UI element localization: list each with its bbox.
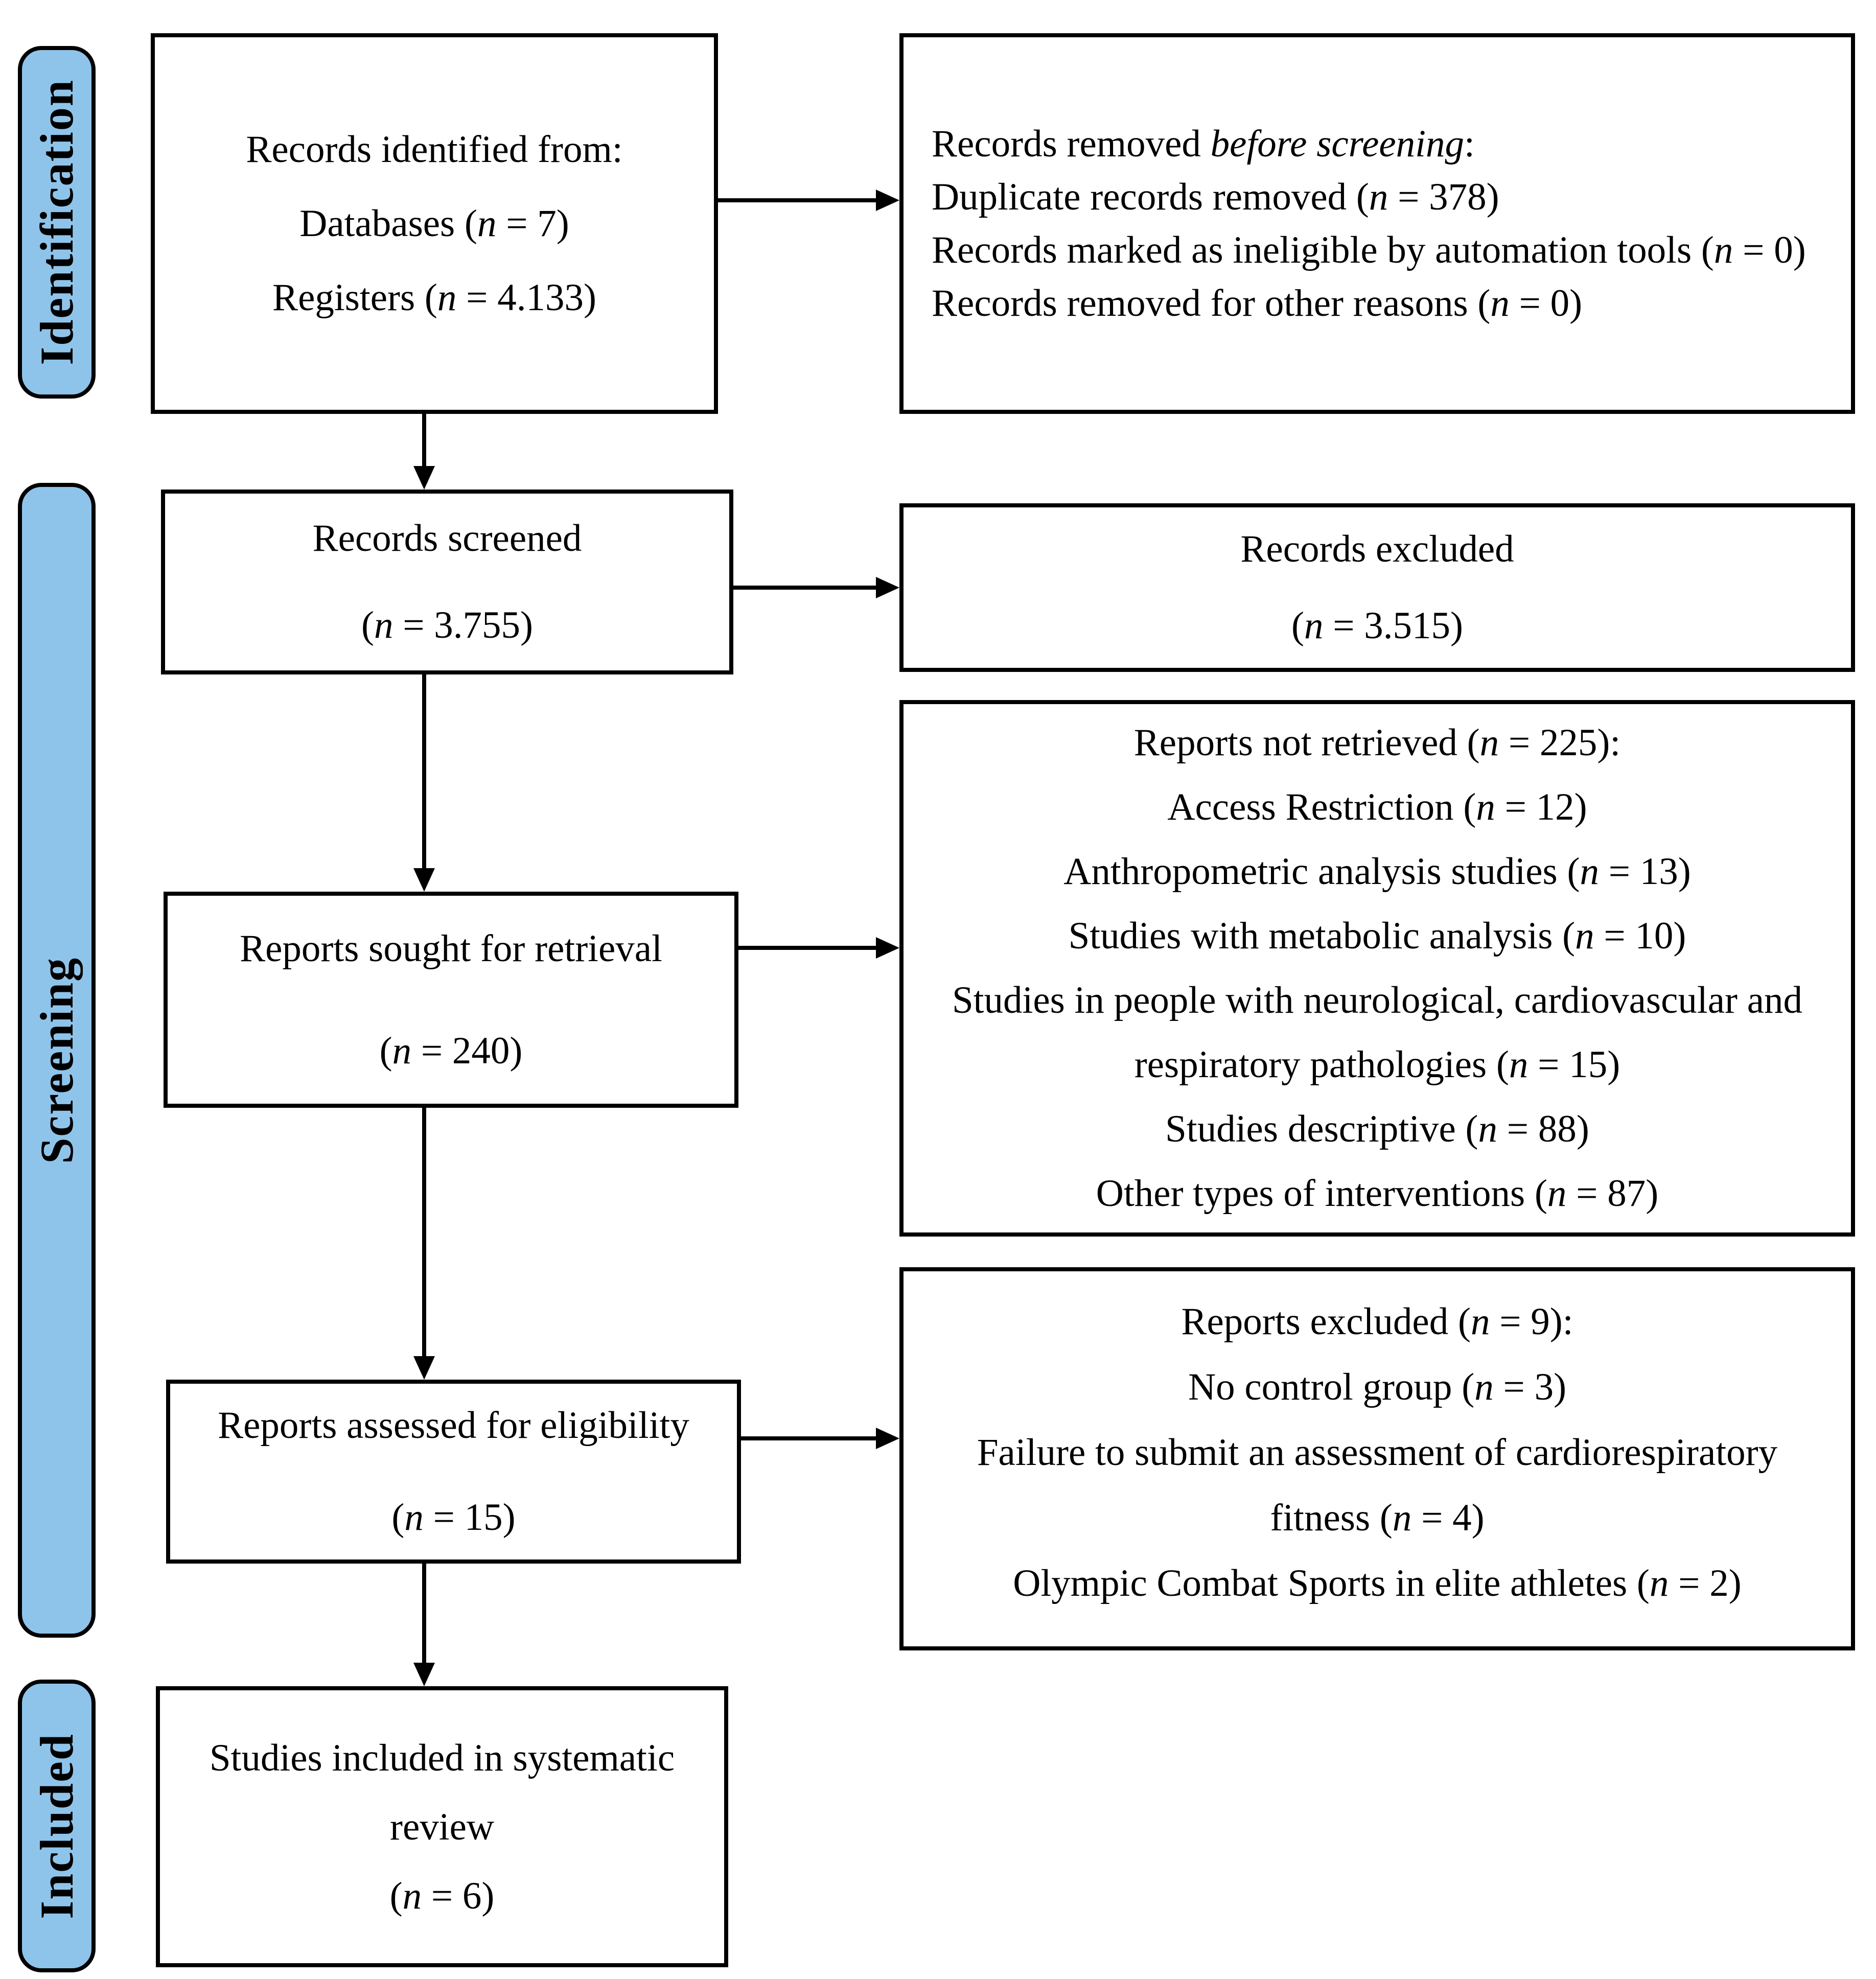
text-line: Studies descriptive (n = 88) bbox=[1165, 1108, 1589, 1150]
text-line: fitness (n = 4) bbox=[1270, 1497, 1485, 1539]
box-records-screened: Records screened (n = 3.755) bbox=[161, 490, 733, 674]
arrow-sought-to-assessed bbox=[413, 1108, 435, 1380]
arrow-identified-to-removed bbox=[718, 190, 899, 211]
text-line: Records removed for other reasons (n = 0… bbox=[932, 282, 1583, 324]
stage-bar-identification: Identification bbox=[18, 46, 96, 399]
box-reports-sought-for-retrieval: Reports sought for retrieval (n = 240) bbox=[164, 892, 738, 1108]
arrow-assessed-to-excluded bbox=[741, 1428, 899, 1449]
stage-bar-included: Included bbox=[18, 1680, 96, 1972]
text-line: Failure to submit an assessment of cardi… bbox=[977, 1431, 1778, 1474]
box-reports-assessed-for-eligibility: Reports assessed for eligibility (n = 15) bbox=[166, 1380, 741, 1564]
text-line: Anthropometric analysis studies (n = 13) bbox=[1063, 850, 1691, 893]
text-line: Duplicate records removed (n = 378) bbox=[932, 175, 1499, 218]
text-line: (n = 240) bbox=[379, 1029, 523, 1072]
text-line: Studies in people with neurological, car… bbox=[952, 979, 1803, 1021]
text-line: review bbox=[389, 1805, 495, 1848]
text-line: Reports assessed for eligibility bbox=[218, 1404, 689, 1447]
text-line: Records identified from: bbox=[246, 128, 623, 171]
arrow-identified-to-screened bbox=[413, 414, 435, 490]
arrow-sought-to-not-retrieved bbox=[738, 937, 899, 959]
text-line: No control group (n = 3) bbox=[1188, 1366, 1567, 1408]
box-records-identified: Records identified from: Databases (n = 7… bbox=[151, 33, 718, 414]
text-line: Other types of interventions (n = 87) bbox=[1096, 1172, 1659, 1215]
text-line: Studies included in systematic bbox=[209, 1736, 675, 1779]
text-line: Registers (n = 4.133) bbox=[272, 276, 596, 319]
text-line: Reports excluded (n = 9): bbox=[1181, 1300, 1573, 1343]
stage-bar-screening: Screening bbox=[18, 483, 96, 1638]
text-line: Databases (n = 7) bbox=[299, 202, 569, 245]
text-line: Records excluded bbox=[1240, 528, 1514, 570]
box-reports-excluded: Reports excluded (n = 9): No control grou… bbox=[899, 1267, 1855, 1650]
text-line: Reports sought for retrieval bbox=[240, 927, 662, 970]
stage-bar-label: Identification bbox=[31, 79, 83, 365]
text-line: Records removed before screening: bbox=[932, 122, 1475, 165]
stage-bar-label: Screening bbox=[31, 957, 83, 1164]
text-line: respiratory pathologies (n = 15) bbox=[1134, 1043, 1620, 1086]
arrow-screened-to-excluded bbox=[733, 577, 899, 598]
text-line: (n = 15) bbox=[391, 1496, 516, 1539]
text-line: (n = 6) bbox=[389, 1874, 495, 1917]
arrow-screened-to-sought bbox=[413, 674, 435, 892]
text-line: Records screened bbox=[312, 517, 582, 560]
box-reports-not-retrieved: Reports not retrieved (n = 225): Access R… bbox=[899, 700, 1855, 1237]
text-line: Records marked as ineligible by automati… bbox=[932, 228, 1806, 271]
text-line: Studies with metabolic analysis (n = 10) bbox=[1068, 915, 1686, 957]
text-line: Reports not retrieved (n = 225): bbox=[1133, 721, 1621, 764]
text-line: (n = 3.755) bbox=[361, 604, 533, 646]
box-records-excluded: Records excluded (n = 3.515) bbox=[899, 503, 1855, 672]
stage-bar-label: Included bbox=[31, 1733, 83, 1919]
text-line: (n = 3.515) bbox=[1291, 604, 1463, 647]
text-line: Olympic Combat Sports in elite athletes … bbox=[1013, 1562, 1742, 1604]
arrow-assessed-to-included bbox=[413, 1564, 435, 1686]
box-records-removed-before-screening: Records removed before screening: Duplica… bbox=[899, 33, 1855, 414]
text-line: Access Restriction (n = 12) bbox=[1167, 786, 1587, 828]
box-studies-included-in-systematic-review: Studies included in systematic review (n =… bbox=[156, 1686, 728, 1967]
